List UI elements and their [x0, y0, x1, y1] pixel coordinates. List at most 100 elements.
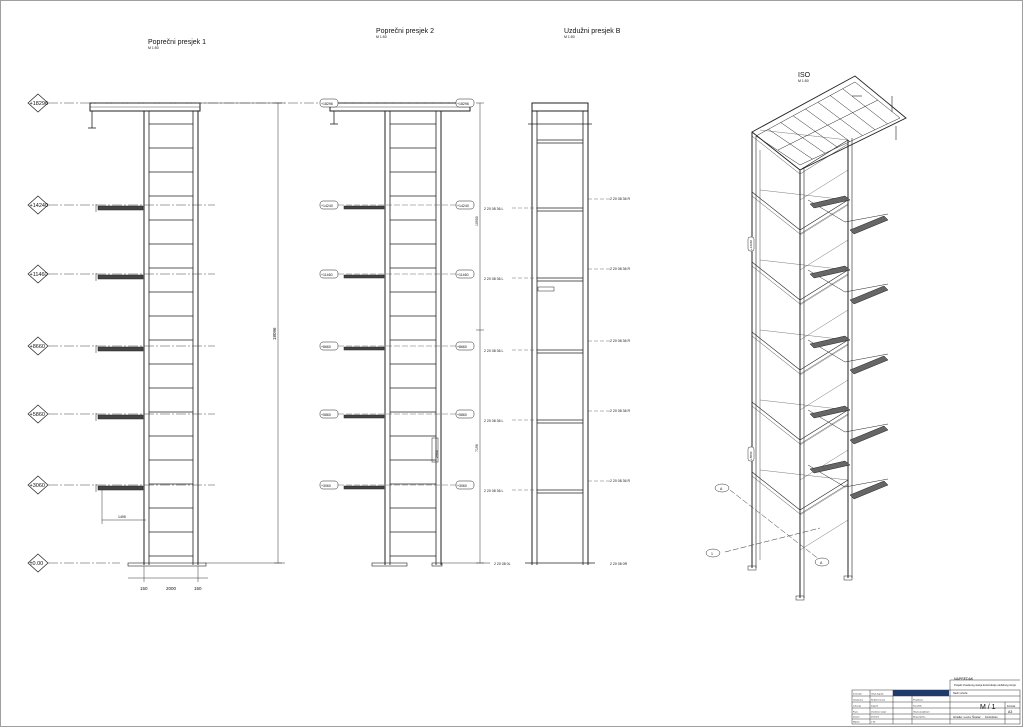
profile-label-right: 2 20 08 36 R [610, 409, 631, 413]
base-width-right: 150 [194, 586, 202, 591]
iso-brace [799, 449, 849, 481]
level-tag-right-label: +14240 [457, 204, 469, 208]
section2-title: Poprečni presjek 2 [376, 28, 434, 35]
iso-frame-level [751, 471, 849, 511]
iso-grating-ext [849, 425, 889, 445]
profile-label-right: 2 20 08 36 R [610, 197, 631, 201]
iso-brace [799, 204, 849, 236]
tb-cell-label: Mjerilo [853, 721, 860, 724]
stair-bracket [97, 414, 144, 420]
level-marker [27, 93, 49, 113]
profile-label-base-right: 2 20 08 0R [610, 562, 628, 566]
profile-label-right: 2 20 08 36 R [610, 479, 631, 483]
tb-company: NAPREDAK [954, 677, 974, 681]
tb-cell-label: Faza [853, 712, 859, 714]
tb-cell-label: Lokacija [853, 706, 862, 708]
roof-joist [780, 122, 826, 154]
tb-project: Projekt izvedenog stanja konstrukcije st… [954, 683, 1016, 687]
level-tag-left-label: +5860 [321, 413, 331, 417]
level-tag-left-label: +11460 [321, 273, 333, 277]
tb-cell-value: Stubišni toranj [871, 699, 885, 702]
profile-label-left: 2 20 08 36 L [484, 419, 504, 423]
iso-grating [809, 265, 851, 279]
stair-bracket [97, 274, 144, 280]
level-marker [27, 336, 49, 356]
tb-drawing-no: M / 1 [980, 704, 996, 711]
level-label: +18296 [30, 101, 49, 107]
section1-scale: M 1:50 [148, 46, 159, 50]
level-tag-left-label: +14240 [321, 204, 333, 208]
iso-grating [809, 460, 851, 474]
tb-author: Izradio: Lovro Šostar [953, 714, 981, 719]
iso-frame-level [751, 131, 849, 171]
iso-stair-arm [807, 199, 889, 223]
base-plate [127, 562, 207, 567]
sec2-lower-dim: 7196 [475, 444, 479, 452]
iso-marker-a-bottom-label: A [820, 561, 823, 565]
iso-brace [799, 239, 849, 271]
level-tag-left-label: +3060 [321, 484, 331, 488]
tb-cell-value: Izvedeno stanje [871, 711, 887, 714]
iso-brace [799, 519, 849, 551]
sec2-bracket-dim: 2900 [435, 450, 439, 458]
iso-frame-level [751, 261, 849, 301]
iso-brace [799, 414, 849, 446]
level-tag-left-label: +8660 [321, 345, 331, 349]
profile-label-base-left: 2 20 08 0L [494, 562, 511, 566]
level-tag-right-label: +8660 [457, 345, 467, 349]
iso-title: ISO [798, 72, 811, 79]
iso-scale: M 1:50 [798, 79, 809, 83]
stair-bracket [97, 485, 144, 491]
tb-cell-value: Zagreb [871, 705, 879, 708]
iso-grating [809, 195, 851, 209]
total-height-dim: 18096 [272, 327, 277, 340]
tb-cell-label: Investitor [853, 693, 862, 696]
sec2-upper-dim: 10900 [475, 216, 479, 226]
tb-mid-label: Broj projekta [913, 716, 926, 719]
level-tag-right-label: +11460 [457, 273, 469, 277]
sectionB-view [525, 102, 595, 565]
sectionB-title: Uzdužni presjek B [564, 28, 621, 35]
section1-view [88, 102, 207, 567]
profile-label-left: 2 20 08 36 L [484, 207, 504, 211]
level-marker [27, 475, 49, 495]
iso-marker-one [705, 548, 721, 558]
iso-brace [799, 309, 849, 341]
stair-bracket [343, 274, 385, 279]
iso-stair-arm [807, 409, 889, 433]
iso-marker-a-top [714, 483, 730, 493]
iso-grating-ext [849, 215, 889, 235]
base-width-left: 150 [140, 586, 148, 591]
iso-marker-one-label: 1 [711, 552, 713, 556]
tb-drawing-label: Naziv crteža [953, 691, 968, 695]
level-tag-right-label: +3060 [457, 484, 467, 488]
tb-cell-value: 1:50 [871, 722, 876, 724]
iso-frame-level [751, 401, 849, 441]
iso-stair-arm [807, 269, 889, 293]
stair-bracket [97, 205, 144, 211]
level-tag-right-label: +5860 [457, 413, 467, 417]
tb-mid-label: Glavni projektant [913, 711, 930, 714]
level-label: +14240 [30, 203, 49, 209]
iso-brace [799, 344, 849, 376]
level-label: +3060 [30, 483, 45, 489]
iso-level-tag-2: +5860 [749, 451, 753, 460]
iso-grating-ext [849, 480, 889, 500]
tb-format: A3 [1008, 710, 1012, 714]
tb-cell-label: Građevina [853, 699, 864, 702]
section1-title: Poprečni presjek 1 [148, 39, 206, 46]
iso-brace [799, 379, 849, 411]
level-marker [27, 553, 49, 573]
iso-brace [799, 169, 849, 201]
title-block [851, 679, 1021, 725]
platform-width-dim: 1495 [118, 515, 126, 519]
profile-label-right: 2 20 08 36 R [610, 339, 631, 343]
level-marker [27, 195, 49, 215]
level-tag-right-label: +18296 [457, 102, 469, 106]
iso-brace [799, 274, 849, 306]
iso-stair-arm [807, 339, 889, 363]
iso-marker-a-top-label: A [720, 487, 723, 491]
stair-bracket [343, 205, 385, 210]
tb-cell-value: 03.2021 [871, 717, 880, 719]
